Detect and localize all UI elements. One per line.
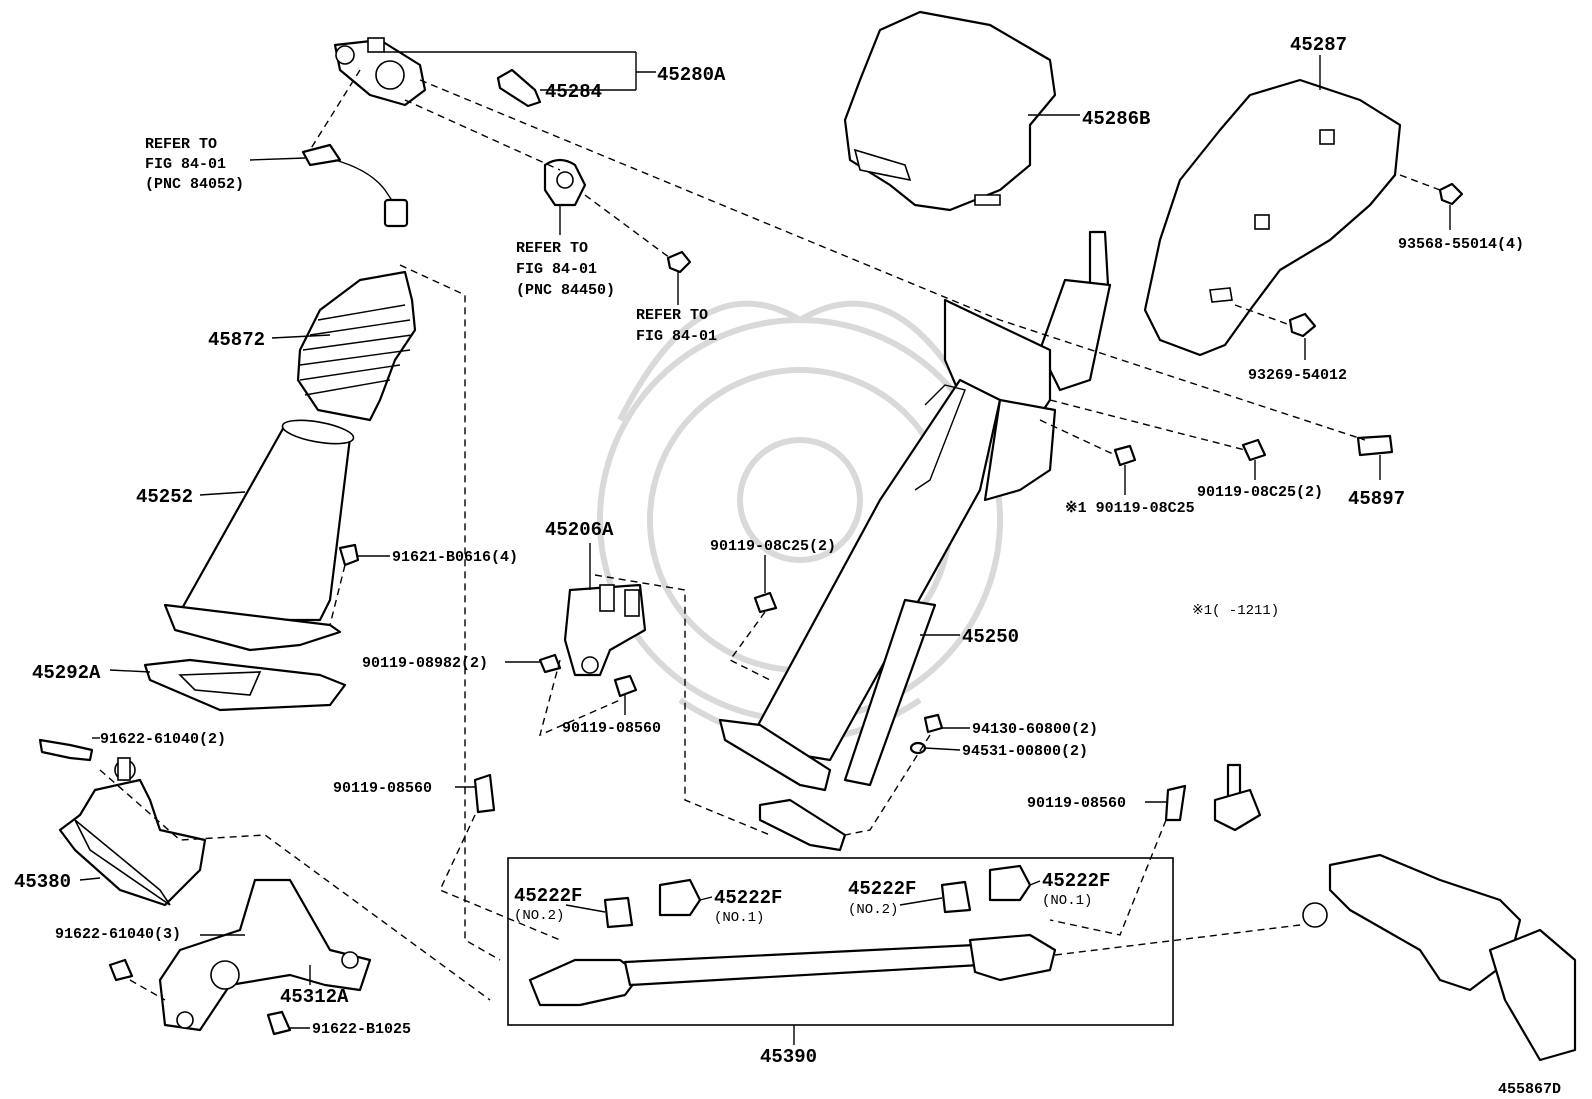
label-45287[interactable]: 45287 [1290, 34, 1347, 56]
bolt-91622-61040-top[interactable] [38, 738, 94, 762]
label-45222F-no2-right[interactable]: 45222F [848, 878, 916, 900]
label-45292A[interactable]: 45292A [32, 662, 101, 684]
label-45252[interactable]: 45252 [136, 486, 193, 508]
washer-94531-00800[interactable] [909, 741, 927, 755]
key-cylinder-45284[interactable] [496, 68, 542, 108]
footnote-text: ( -1211) [1212, 603, 1279, 619]
label-45222F-no2-left[interactable]: 45222F [514, 885, 582, 907]
label-90119-08982[interactable]: 90119-08982(2) [362, 655, 488, 672]
label-45380[interactable]: 45380 [14, 871, 71, 893]
label-93269-54012[interactable]: 93269-54012 [1248, 367, 1347, 384]
clip-45222F-no1-left[interactable] [658, 878, 702, 917]
steering-gear-housing-45380[interactable] [58, 757, 207, 907]
steering-column-45250[interactable] [718, 230, 1112, 852]
label-45312A[interactable]: 45312A [280, 986, 349, 1008]
label-91622-b1025[interactable]: 91622-B1025 [312, 1021, 411, 1038]
label-94531-00800[interactable]: 94531-00800(2) [962, 743, 1088, 760]
label-45284[interactable]: 45284 [545, 81, 602, 103]
footnote-marker: ※1 [1192, 603, 1212, 619]
clip-45222F-no1-right[interactable] [988, 864, 1032, 902]
bolt-91622-61040-bottom[interactable] [108, 958, 134, 982]
bolt-90119-08c25-mid[interactable] [753, 591, 778, 614]
refer-fig-label-3[interactable]: FIG 84-01 [636, 328, 717, 345]
label-93568-55014[interactable]: 93568-55014(4) [1398, 236, 1524, 253]
label-45280A[interactable]: 45280A [657, 64, 726, 86]
label-45222F-no1-right[interactable]: 45222F [1042, 870, 1110, 892]
label-90119-08560-left[interactable]: 90119-08560 [333, 780, 432, 797]
label-91622-61040-bottom[interactable]: 91622-61040(3) [55, 926, 181, 943]
bracket-45312A[interactable] [158, 878, 372, 1032]
label-45286B[interactable]: 45286B [1082, 108, 1150, 130]
label-91621-b0616[interactable]: 91621-B0616(4) [392, 549, 518, 566]
label-90119-08c25-mid[interactable]: 90119-08C25(2) [710, 538, 836, 555]
label-45250[interactable]: 45250 [962, 626, 1019, 648]
steering-rack[interactable] [1213, 763, 1577, 1062]
label-45222F-no1-left-sub: (NO.1) [714, 910, 764, 926]
wire-harness-84052[interactable] [301, 143, 409, 228]
screw-93269-54012[interactable] [1288, 312, 1317, 338]
label-45390[interactable]: 45390 [760, 1046, 817, 1068]
bolt-90119-08560-left[interactable] [473, 773, 496, 814]
bolt-45897[interactable] [1356, 434, 1394, 457]
label-45206A[interactable]: 45206A [545, 519, 614, 541]
leader-lines [79, 51, 1451, 1045]
intermediate-shaft-45390[interactable] [528, 933, 1057, 1007]
bolt-91622-b1025[interactable] [266, 1010, 292, 1036]
part-labels: 45280A 45284 45286B 45287 93568-55014(4)… [14, 34, 1561, 1098]
sensor-84450[interactable] [543, 158, 587, 207]
label-90119-08c25-s1[interactable]: ※1 90119-08C25 [1065, 500, 1195, 517]
refer-fig-label-1[interactable]: FIG 84-01 [145, 156, 226, 173]
label-45222F-no1-right-sub: (NO.1) [1042, 893, 1092, 909]
intermediate-joint-45206A[interactable] [563, 583, 647, 677]
screw-93568-55014[interactable] [1438, 182, 1464, 206]
column-cover-lower-45287[interactable] [1143, 78, 1402, 357]
column-cover-upper-45286B[interactable] [843, 10, 1057, 212]
clip-45222F-no2-right[interactable] [940, 880, 972, 914]
label-45872[interactable]: 45872 [208, 329, 265, 351]
refer-fig-label-2[interactable]: FIG 84-01 [516, 261, 597, 278]
ignition-switch-45280A[interactable] [333, 37, 427, 107]
label-45222F-no2-right-sub: (NO.2) [848, 902, 898, 918]
label-45897[interactable]: 45897 [1348, 488, 1405, 510]
bolt-90119-08c25-s1[interactable] [1113, 444, 1137, 467]
column-boot-45252[interactable] [163, 416, 355, 652]
screw-refer-fig84[interactable] [666, 250, 692, 274]
label-45222F-no2-left-sub: (NO.2) [514, 908, 564, 924]
refer-pnc-label-2: (PNC 84450) [516, 282, 615, 299]
bolt-90119-08560-upper[interactable] [613, 674, 638, 698]
refer-to-label-3: REFER TO [636, 307, 708, 324]
label-90119-08560-right[interactable]: 90119-08560 [1027, 795, 1126, 812]
label-90119-08560-upper[interactable]: 90119-08560 [562, 720, 661, 737]
intermediate-shaft-box-45390 [507, 857, 1174, 1026]
diagram-id: 455867D [1498, 1081, 1561, 1098]
column-hole-cover-45872[interactable] [296, 270, 417, 422]
label-45222F-no1-left[interactable]: 45222F [714, 887, 782, 909]
label-90119-08c25-right[interactable]: 90119-08C25(2) [1197, 484, 1323, 501]
refer-to-label-1: REFER TO [145, 136, 217, 153]
cover-plate-45292A[interactable] [143, 658, 347, 712]
bolt-90119-08c25-right[interactable] [1241, 438, 1267, 462]
bolt-90119-08982[interactable] [538, 653, 562, 674]
label-91622-61040-top[interactable]: 91622-61040(2) [100, 731, 226, 748]
clip-45222F-no2-left[interactable] [603, 896, 634, 929]
nut-94130-60800[interactable] [923, 713, 944, 734]
refer-pnc-label-1: (PNC 84052) [145, 176, 244, 193]
bolt-90119-08560-right[interactable] [1164, 784, 1187, 822]
bolt-91621-b0616[interactable] [338, 543, 360, 567]
refer-to-label-2: REFER TO [516, 240, 588, 257]
label-94130-60800[interactable]: 94130-60800(2) [972, 721, 1098, 738]
